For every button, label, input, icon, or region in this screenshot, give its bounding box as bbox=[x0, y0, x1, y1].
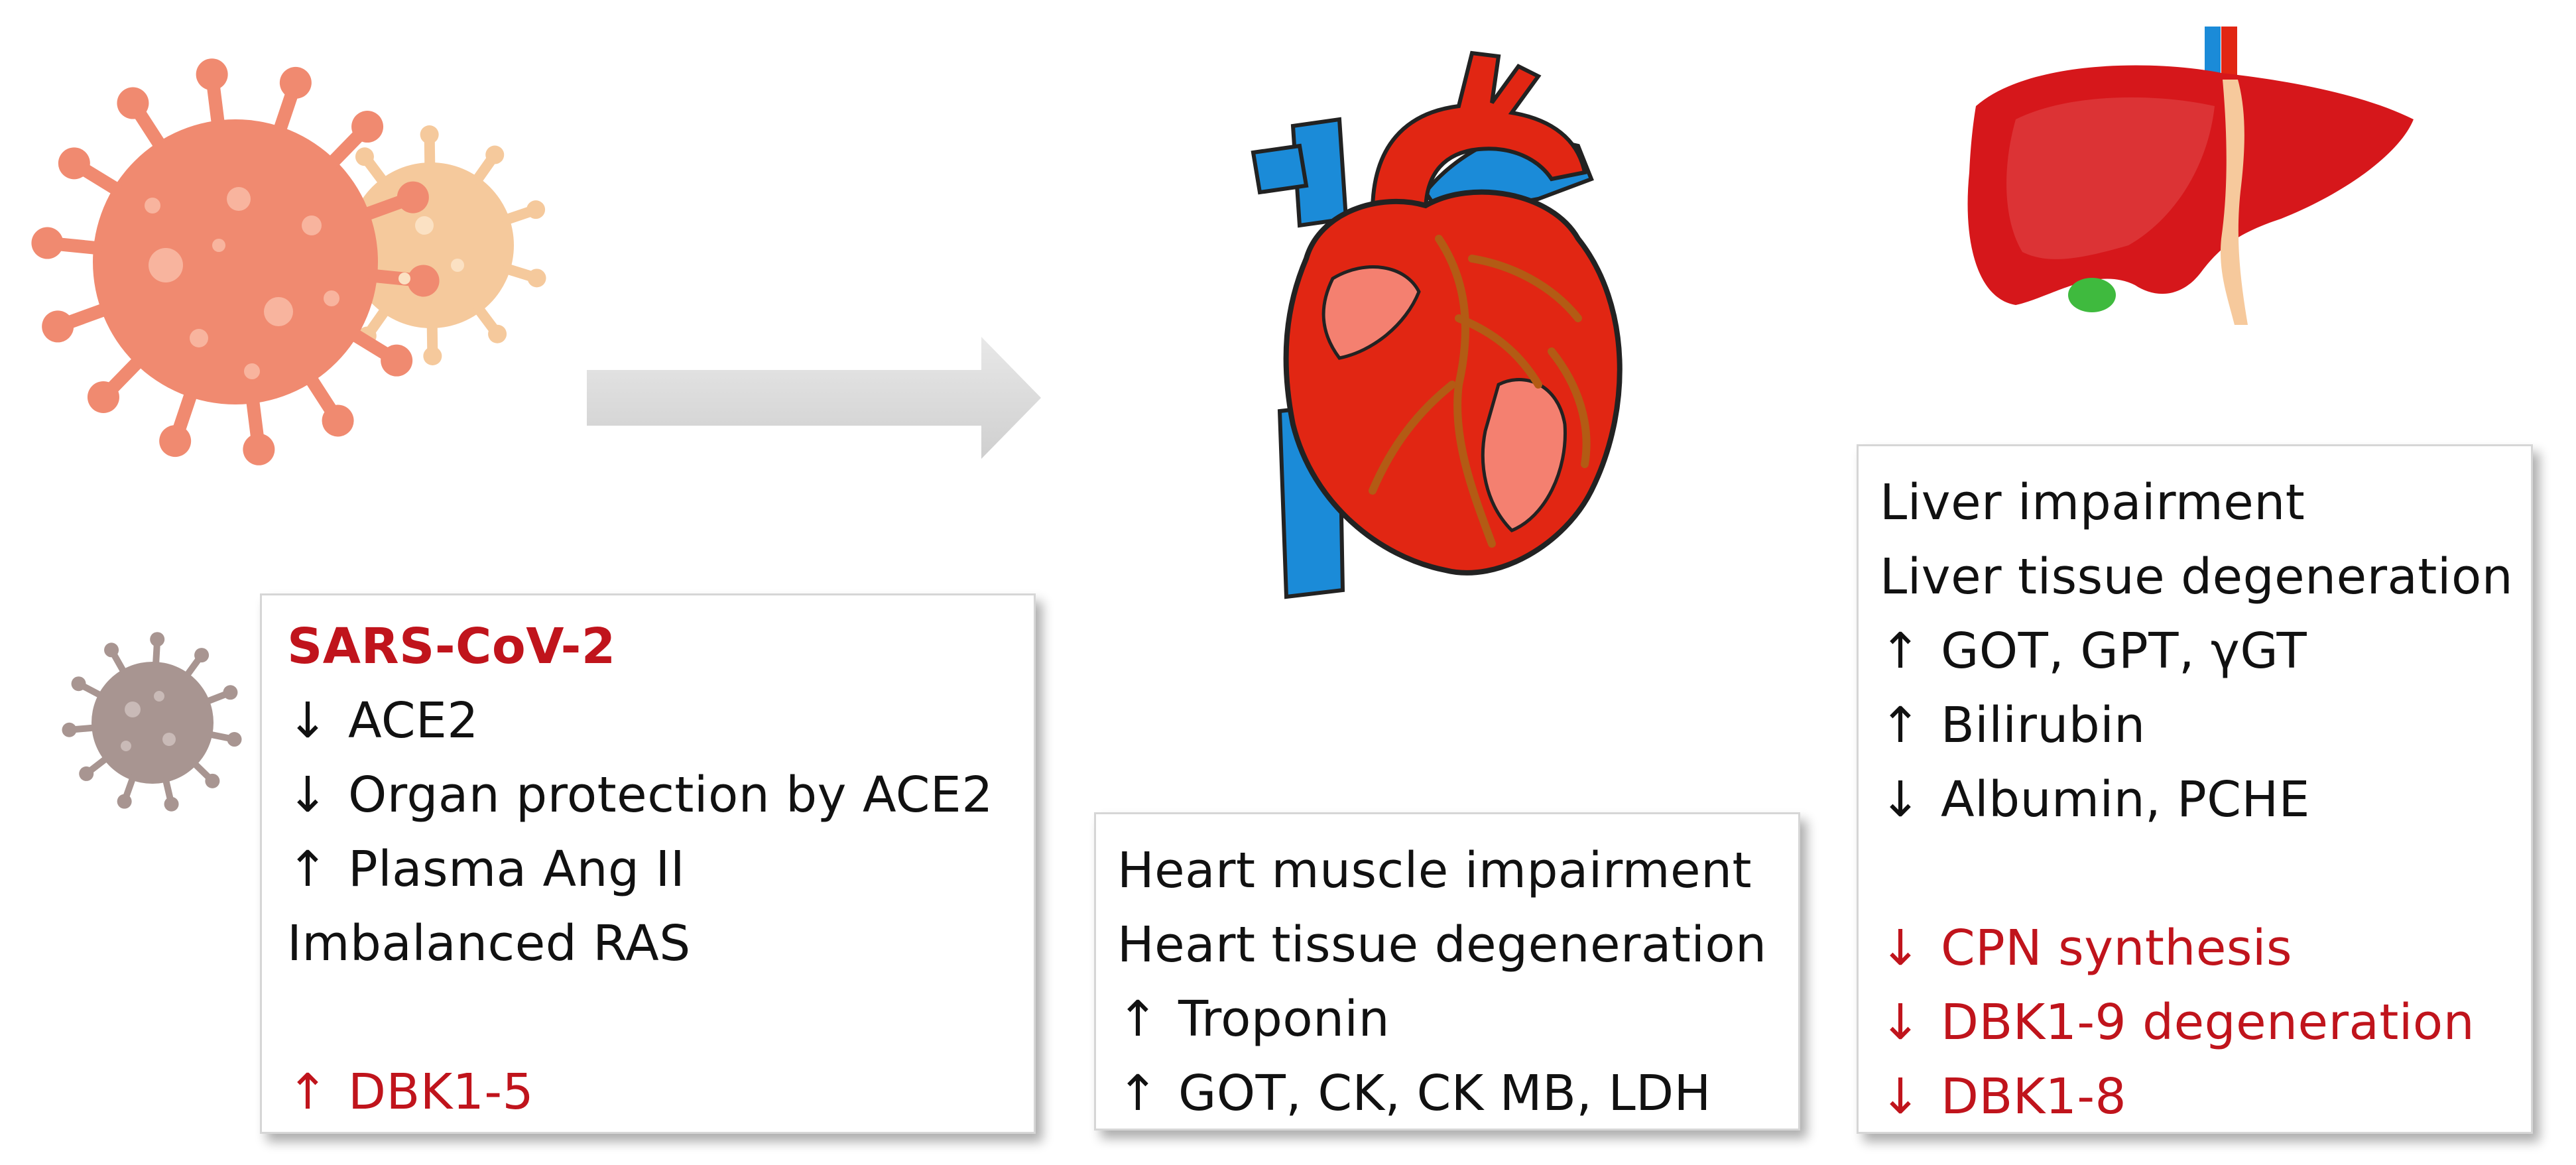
virus-spike-tip bbox=[485, 145, 505, 164]
liver-highlight-item: ↓CPN synthesis bbox=[1880, 920, 2293, 977]
liver-effect-item: Liver tissue degeneration bbox=[1880, 548, 2514, 605]
liver-effect-item: ↑GOT, GPT, γGT bbox=[1880, 623, 2307, 680]
arrow-right-icon bbox=[587, 337, 1041, 459]
virus-spike-tip bbox=[407, 265, 440, 297]
virus-spike-tip bbox=[488, 324, 507, 343]
virus-highlight-item: ↑DBK1-5 bbox=[287, 1064, 534, 1121]
heart-effects-box: Heart muscle impairment Heart tissue deg… bbox=[1094, 812, 1800, 1131]
heart-effect-item: Heart tissue degeneration bbox=[1117, 916, 1767, 973]
virus-spike-tip bbox=[71, 676, 86, 692]
liver-icon bbox=[1967, 27, 2414, 325]
liver-effect-item: ↓Albumin, PCHE bbox=[1880, 771, 2310, 828]
liver-highlight-item: ↓DBK1-9 degeneration bbox=[1880, 994, 2475, 1051]
virus-spike-tip bbox=[62, 722, 77, 737]
heart-effect-item: Heart muscle impairment bbox=[1117, 842, 1752, 899]
virus-spike-tip bbox=[381, 344, 413, 377]
virus-spike-tip bbox=[279, 66, 312, 99]
virus-spike-tip bbox=[526, 200, 546, 219]
liver-highlight-item: ↓DBK1-8 bbox=[1880, 1068, 2127, 1125]
heart-effect-item: ↑GOT, CK, CK MB, LDH bbox=[1117, 1065, 1711, 1122]
virus-spike-tip bbox=[227, 732, 242, 747]
virus-spike-tip bbox=[79, 766, 94, 781]
virus-spike-tip bbox=[159, 425, 192, 458]
virus-small-icon bbox=[62, 632, 242, 812]
virus-spike-tip bbox=[42, 310, 74, 343]
virus-spike-tip bbox=[104, 643, 119, 658]
virus-spike-tip bbox=[117, 794, 132, 809]
virus-spike-tip bbox=[527, 269, 546, 288]
virus-spike-tip bbox=[87, 381, 119, 413]
virus-spike-tip bbox=[164, 796, 179, 812]
virus-spike-tip bbox=[58, 147, 90, 180]
heart-effect-item: ↑Troponin bbox=[1117, 991, 1390, 1048]
virus-spike-tip bbox=[322, 404, 354, 437]
virus-spike-tip bbox=[397, 181, 429, 214]
virus-spike-tip bbox=[31, 227, 64, 259]
virus-spike-tip bbox=[194, 648, 210, 663]
virus-spike-tip bbox=[355, 147, 374, 166]
virus-cluster-icon bbox=[31, 58, 546, 465]
virus-spike-tip bbox=[150, 632, 165, 647]
virus-effect-item: ↓ACE2 bbox=[287, 692, 479, 749]
virus-effect-item: ↓Organ protection by ACE2 bbox=[287, 766, 993, 824]
virus-spike-tip bbox=[243, 433, 275, 465]
virus-effects-box: SARS-CoV-2 ↓ACE2 ↓Organ protection by AC… bbox=[260, 593, 1036, 1134]
liver-effect-item: Liver impairment bbox=[1880, 474, 2305, 531]
liver-effect-item: ↑Bilirubin bbox=[1880, 697, 2146, 754]
virus-spike-tip bbox=[420, 125, 439, 145]
virus-name: SARS-CoV-2 bbox=[287, 618, 616, 675]
heart-icon bbox=[1251, 50, 1623, 599]
liver-effects-box: Liver impairment Liver tissue degenerati… bbox=[1857, 444, 2533, 1134]
virus-effect-item: Imbalanced RAS bbox=[287, 915, 691, 972]
virus-spike-tip bbox=[351, 111, 384, 143]
virus-spike-tip bbox=[423, 346, 442, 365]
virus-spike-tip bbox=[223, 685, 238, 700]
virus-effect-item: ↑Plasma Ang II bbox=[287, 841, 686, 898]
virus-spike-tip bbox=[117, 87, 149, 119]
virus-spike-tip bbox=[205, 773, 220, 788]
virus-spike-tip bbox=[196, 58, 228, 91]
